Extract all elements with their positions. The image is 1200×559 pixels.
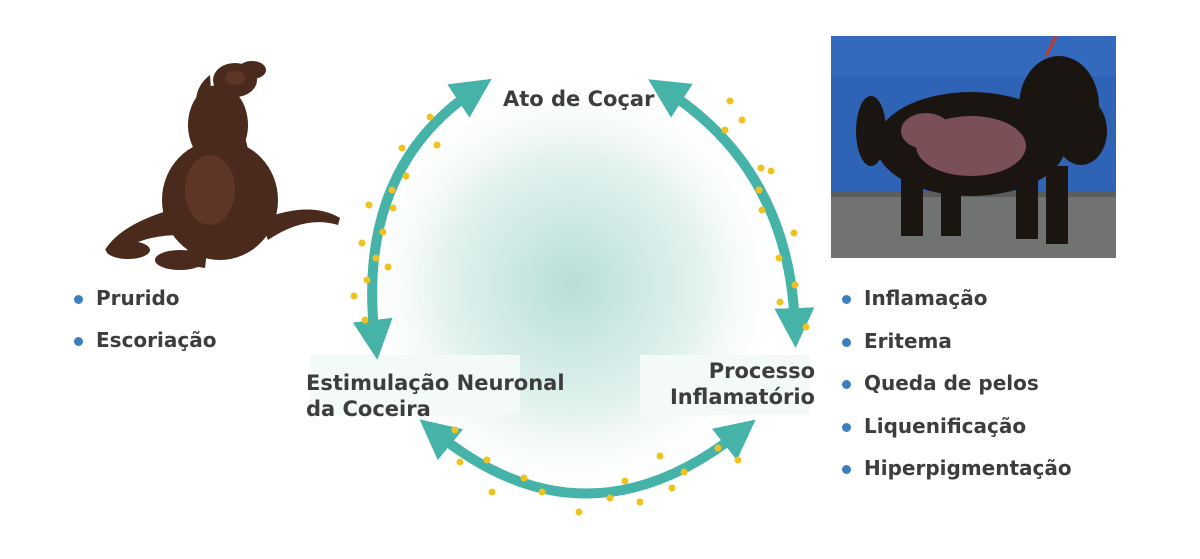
left-label-box (310, 355, 520, 415)
list-item: Escoriação (72, 328, 216, 370)
cycle-label-inflammatory-line2: Inflamatório (669, 385, 815, 409)
left-symptom-list: Prurido Escoriação (72, 286, 216, 370)
list-item: Prurido (72, 286, 216, 328)
right-label-box (640, 355, 810, 415)
list-item: Queda de pelos (840, 371, 1072, 414)
cycle-label-inflammatory-line1: Processo (708, 359, 815, 383)
dog-photo (831, 36, 1116, 258)
bullet-icon (842, 295, 851, 304)
cycle-label-neuronal-line2: da Coceira (306, 397, 431, 421)
yellow-dots (350, 97, 810, 516)
dog-scratching-illustration (105, 61, 340, 270)
list-item: Hiperpigmentação (840, 456, 1072, 499)
cycle-label-inflammatory-process: Processo Inflamatório (660, 358, 815, 410)
bullet-icon (74, 295, 83, 304)
bullet-icon (842, 465, 851, 474)
list-item: Liquenificação (840, 414, 1072, 457)
bullet-icon (74, 337, 83, 346)
cycle-label-neuronal-line1: Estimulação Neuronal (306, 371, 565, 395)
list-item: Inflamação (840, 286, 1072, 329)
cycle-label-scratching: Ato de Coçar (503, 87, 655, 111)
right-symptom-list: Inflamação Eritema Queda de pelos Liquen… (840, 286, 1072, 499)
list-item: Eritema (840, 329, 1072, 372)
bullet-icon (842, 380, 851, 389)
bullet-icon (842, 337, 851, 347)
bullet-icon (842, 422, 851, 432)
arrow-bottom (419, 419, 756, 499)
cycle-label-neuronal-stimulation: Estimulação Neuronal da Coceira (306, 370, 565, 422)
